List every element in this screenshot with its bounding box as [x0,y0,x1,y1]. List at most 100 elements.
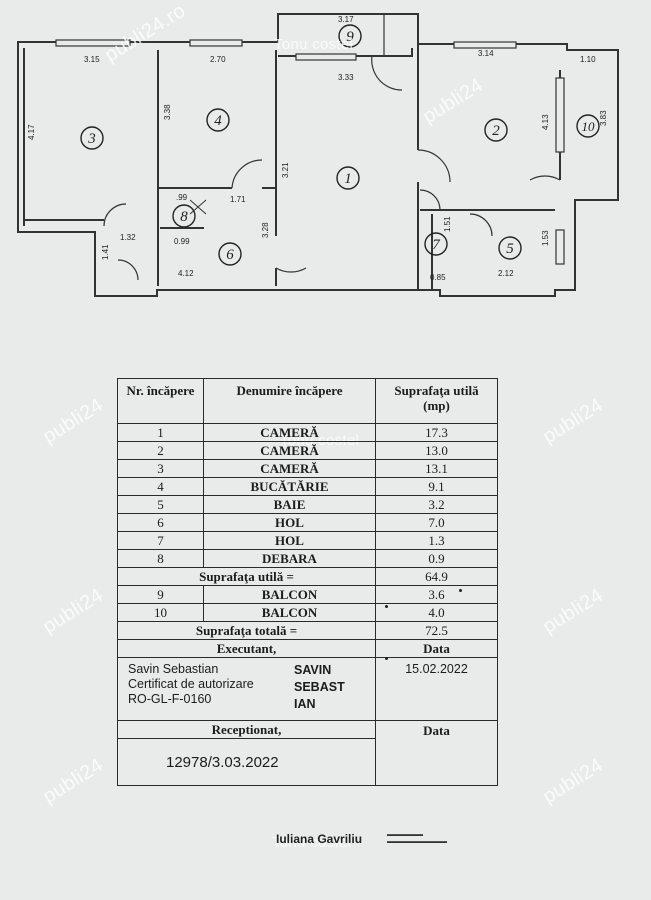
executant-certificate: Certificat de autorizare [128,677,254,691]
room-circle [172,204,196,228]
receptionat-number: 12978/3.03.2022 [117,738,376,786]
room-circle [338,24,362,48]
cell-name: CAMERĂ [203,459,376,478]
executant-details: Savin Sebastian Certificat de autorizare… [117,657,376,721]
header-nr: Nr. încăpere [117,378,204,424]
room-circle [336,166,360,190]
dimension-label: 3.83 [599,110,608,126]
dimension-label: 1.71 [230,195,246,204]
cell-nr: 6 [117,513,204,532]
room-number: 1 [344,171,352,187]
dimension-label: 1.41 [101,244,110,260]
room-number: 5 [506,241,514,257]
total-area-row: Suprafaţa totală = 72.5 [117,621,498,640]
mark-dot [385,605,388,608]
dimension-label: 1.32 [120,233,136,242]
executant-code: RO-GL-F-0160 [128,692,212,706]
cell-area: 4.0 [375,603,498,622]
cell-area: 9.1 [375,477,498,496]
watermark-owner: Tonu costel [274,36,354,53]
cell-name: BALCON [203,603,376,622]
cell-nr: 10 [117,603,204,622]
watermark-site: publi24 [38,754,108,809]
cell-area: 3.6 [375,585,498,604]
room-number: 8 [180,209,188,225]
receptionat-label: Receptionat, [117,720,376,739]
dimension-label: 3.33 [338,73,354,82]
room-number: 4 [214,113,222,129]
dimension-label: 0.99 [174,237,190,246]
cell-name: CAMERĂ [203,441,376,460]
area-table: Nr. încăpere Denumire încăpere Suprafaţa… [117,378,498,786]
cell-name: CAMERĂ [203,423,376,442]
dimension-label: 1.53 [541,230,550,246]
digital-stamp: SAVIN SEBAST IAN [294,662,345,713]
header-name: Denumire încăpere [203,378,376,424]
cell-nr: 5 [117,495,204,514]
dimension-label: 3.14 [478,49,494,58]
cell-area: 13.0 [375,441,498,460]
dimension-label: 4.17 [27,124,36,140]
table-header-row: Nr. încăpere Denumire încăpere Suprafaţa… [117,378,498,424]
room-circle [218,242,242,266]
executant-date-label: Data [375,639,498,658]
total-area-value: 72.5 [375,621,498,640]
mark-dot [385,657,388,660]
dimension-label: 0.85 [430,273,446,282]
mark-dot [459,589,462,592]
useful-area-label: Suprafaţa utilă = [117,567,376,586]
dimension-label: 3.28 [261,222,270,238]
cell-area: 3.2 [375,495,498,514]
cell-nr: 7 [117,531,204,550]
dimension-label: 1.51 [443,216,452,232]
cell-name: BUCĂTĂRIE [203,477,376,496]
cell-area: 13.1 [375,459,498,478]
cell-name: DEBARA [203,549,376,568]
receptionat-date-label: Data [375,720,498,786]
room-number: 6 [226,247,234,263]
executant-header-row: Executant, Data [117,639,498,658]
cell-area: 0.9 [375,549,498,568]
room-number: 3 [87,131,96,147]
useful-area-row: Suprafaţa utilă = 64.9 [117,567,498,586]
dimension-label: 3.38 [163,104,172,120]
cell-nr: 4 [117,477,204,496]
cell-nr: 3 [117,459,204,478]
cell-name: BAIE [203,495,376,514]
room-circle [80,126,104,150]
watermark-site: publi24 [538,394,608,449]
room-number: 10 [582,119,596,134]
receptionat-row: 12978/3.03.2022 [117,738,498,786]
room-circle [424,232,448,256]
cell-name: HOL [203,513,376,532]
cell-nr: 8 [117,549,204,568]
cell-name: BALCON [203,585,376,604]
dimension-label: 4.13 [541,114,550,130]
room-number: 7 [432,237,441,253]
digital-signature-note: ▬▬▬▬▬▬▬▬▬▬▬▬▬▬▬▬ [387,832,447,845]
cell-area: 1.3 [375,531,498,550]
useful-area-value: 64.9 [375,567,498,586]
executant-date: 15.02.2022 [375,657,498,721]
dimension-label: 2.12 [498,269,514,278]
cell-nr: 2 [117,441,204,460]
room-number: 2 [492,123,500,139]
signer-name: Iuliana Gavriliu [276,832,363,846]
room-circle [484,118,508,142]
cell-nr: 9 [117,585,204,604]
cell-nr: 1 [117,423,204,442]
cell-area: 17.3 [375,423,498,442]
dimension-label: 1.10 [580,55,596,64]
total-area-label: Suprafaţa totală = [117,621,376,640]
receptionat-header-row: Receptionat, Data [117,720,498,786]
executant-row: Savin Sebastian Certificat de autorizare… [117,657,498,721]
cell-area: 7.0 [375,513,498,532]
